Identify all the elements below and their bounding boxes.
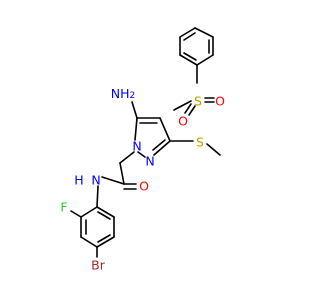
- bond: [80, 236, 98, 248]
- bond: [137, 151, 146, 158]
- bond: [97, 234, 111, 243]
- fluorine-label: F: [60, 200, 67, 215]
- bond: [97, 211, 111, 220]
- pyrazole-ring: [134, 117, 171, 158]
- sulfonyl-oxygen-right-label: O: [215, 94, 225, 109]
- sulfonyl-group: [173, 97, 215, 116]
- bond: [96, 206, 115, 218]
- bromine-label: Br: [91, 258, 106, 273]
- bond: [134, 117, 138, 141]
- amino-label: NH2: [111, 86, 135, 102]
- structure-svg: S O O NH2 N N S O N H F Br: [60, 27, 225, 273]
- bond: [188, 105, 196, 116]
- bond: [179, 27, 196, 38]
- bond: [70, 210, 82, 218]
- bond: [80, 206, 98, 218]
- bond: [179, 54, 198, 66]
- phenyl-ring: [179, 27, 214, 66]
- thioether-sulfur-label: S: [196, 135, 204, 150]
- pyrazole-n2-label: N: [145, 154, 154, 169]
- carbonyl-oxygen-label: O: [139, 179, 149, 194]
- amide-nitrogen-label: N: [91, 173, 100, 188]
- bond: [184, 103, 192, 114]
- amide-hydrogen-label: H: [74, 173, 83, 188]
- bond: [183, 32, 196, 41]
- bond: [194, 27, 214, 38]
- pyrazole-n1-label: N: [132, 139, 141, 154]
- atom-labels: S O O NH2 N N S O N H F Br: [60, 86, 225, 273]
- bond: [206, 143, 221, 156]
- sulfonyl-oxygen-left-label: O: [178, 114, 188, 129]
- molecule-diagram: S O O NH2 N N S O N H F Br: [60, 27, 225, 273]
- bond: [183, 52, 197, 61]
- bond: [101, 176, 125, 185]
- bromofluorophenyl-ring: [80, 206, 115, 248]
- bond: [131, 101, 138, 119]
- bond: [119, 151, 135, 164]
- bond: [96, 185, 99, 208]
- bond: [159, 117, 171, 142]
- bond: [173, 100, 192, 111]
- bond: [96, 236, 115, 248]
- sulfonyl-sulfur-label: S: [194, 94, 202, 109]
- bond: [153, 140, 171, 156]
- bond: [152, 139, 166, 151]
- bond: [119, 162, 125, 185]
- bond: [196, 54, 214, 66]
